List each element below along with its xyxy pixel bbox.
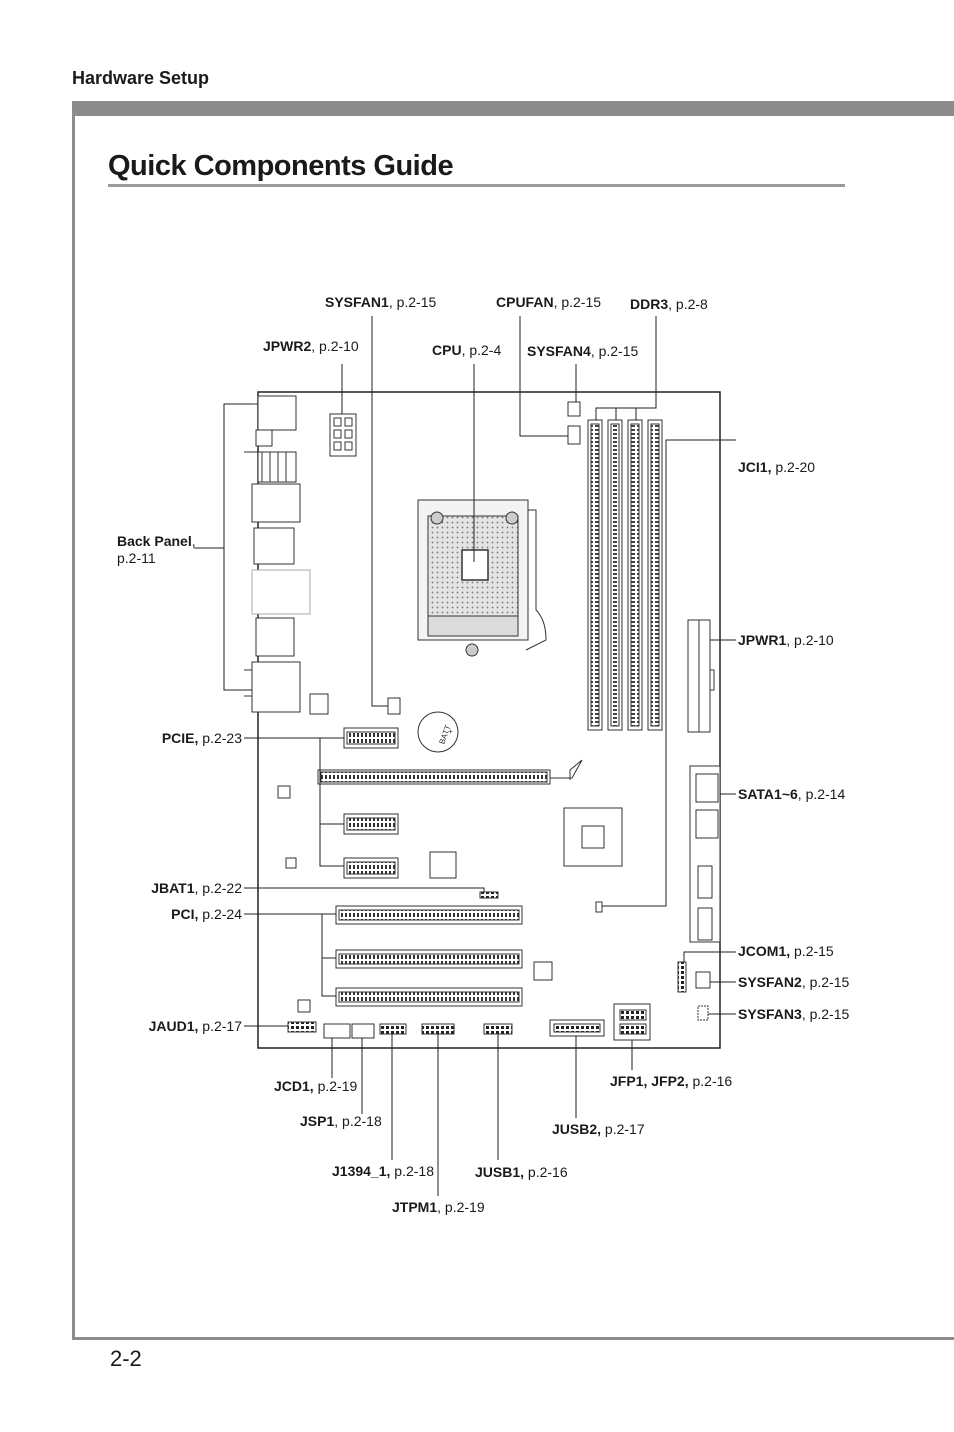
- callout-jpwr2: JPWR2, p.2-10: [263, 338, 359, 354]
- footer-bar: [72, 1337, 954, 1340]
- section-header: Hardware Setup: [72, 68, 210, 88]
- callout-pcie: PCIE, p.2-23: [161, 730, 242, 746]
- left-margin-bar: [72, 101, 75, 1340]
- callout-jusb1: JUSB1, p.2-16: [475, 1164, 568, 1180]
- callout-jpwr1: JPWR1, p.2-10: [738, 632, 834, 648]
- callout-jtpm1: JTPM1, p.2-19: [392, 1199, 485, 1215]
- callout-sysfan1: SYSFAN1, p.2-15: [325, 294, 437, 310]
- callout-sysfan4: SYSFAN4, p.2-15: [527, 343, 639, 359]
- page-number: 2-2: [110, 1346, 142, 1371]
- callout-pci: PCI, p.2-24: [171, 906, 242, 922]
- callout-jfp: JFP1, JFP2, p.2-16: [610, 1073, 733, 1089]
- leader-lines: [194, 316, 736, 1196]
- fan-headers-top: [567, 401, 581, 445]
- callout-jusb2: JUSB2, p.2-17: [552, 1121, 645, 1137]
- callout-cpufan: CPUFAN, p.2-15: [496, 294, 602, 310]
- callout-cpu: CPU, p.2-4: [432, 342, 502, 358]
- callout-sysfan2: SYSFAN2, p.2-15: [738, 974, 850, 990]
- jpwr1-connector: [687, 619, 715, 733]
- callout-sysfan3: SYSFAN3, p.2-15: [738, 1006, 850, 1022]
- page-title: Quick Components Guide: [108, 150, 454, 182]
- board-outline: [257, 391, 721, 1049]
- header-bar: [72, 101, 954, 116]
- callout-j1394: J1394_1, p.2-18: [332, 1163, 434, 1179]
- ddr3-slots: [587, 419, 663, 731]
- battery-sign: +: [448, 727, 453, 736]
- callout-jsp1: JSP1, p.2-18: [300, 1113, 382, 1129]
- sysfan1-header: [387, 697, 401, 715]
- cpu-socket: [417, 499, 547, 657]
- battery: [417, 711, 459, 753]
- callout-jcd1: JCD1, p.2-19: [274, 1078, 358, 1094]
- small-headers: [287, 891, 711, 1041]
- callout-jaud1: JAUD1, p.2-17: [148, 1018, 242, 1034]
- callout-sata: SATA1~6, p.2-14: [738, 786, 846, 802]
- sata-connectors: [689, 765, 721, 943]
- jpwr2-connector: [329, 413, 357, 457]
- callout-jci1: JCI1, p.2-20: [738, 459, 816, 475]
- callout-jbat1: JBAT1, p.2-22: [151, 880, 242, 896]
- title-underline: [108, 184, 845, 187]
- callout-back-panel: Back Panel,p.2-11: [117, 533, 196, 566]
- back-panel-connectors: [244, 395, 311, 713]
- callout-ddr3: DDR3, p.2-8: [630, 296, 708, 312]
- chipset: [277, 693, 623, 1013]
- pci-slots: [335, 905, 523, 1007]
- callout-jcom1: JCOM1, p.2-15: [738, 943, 834, 959]
- pcie-slots: [317, 727, 583, 879]
